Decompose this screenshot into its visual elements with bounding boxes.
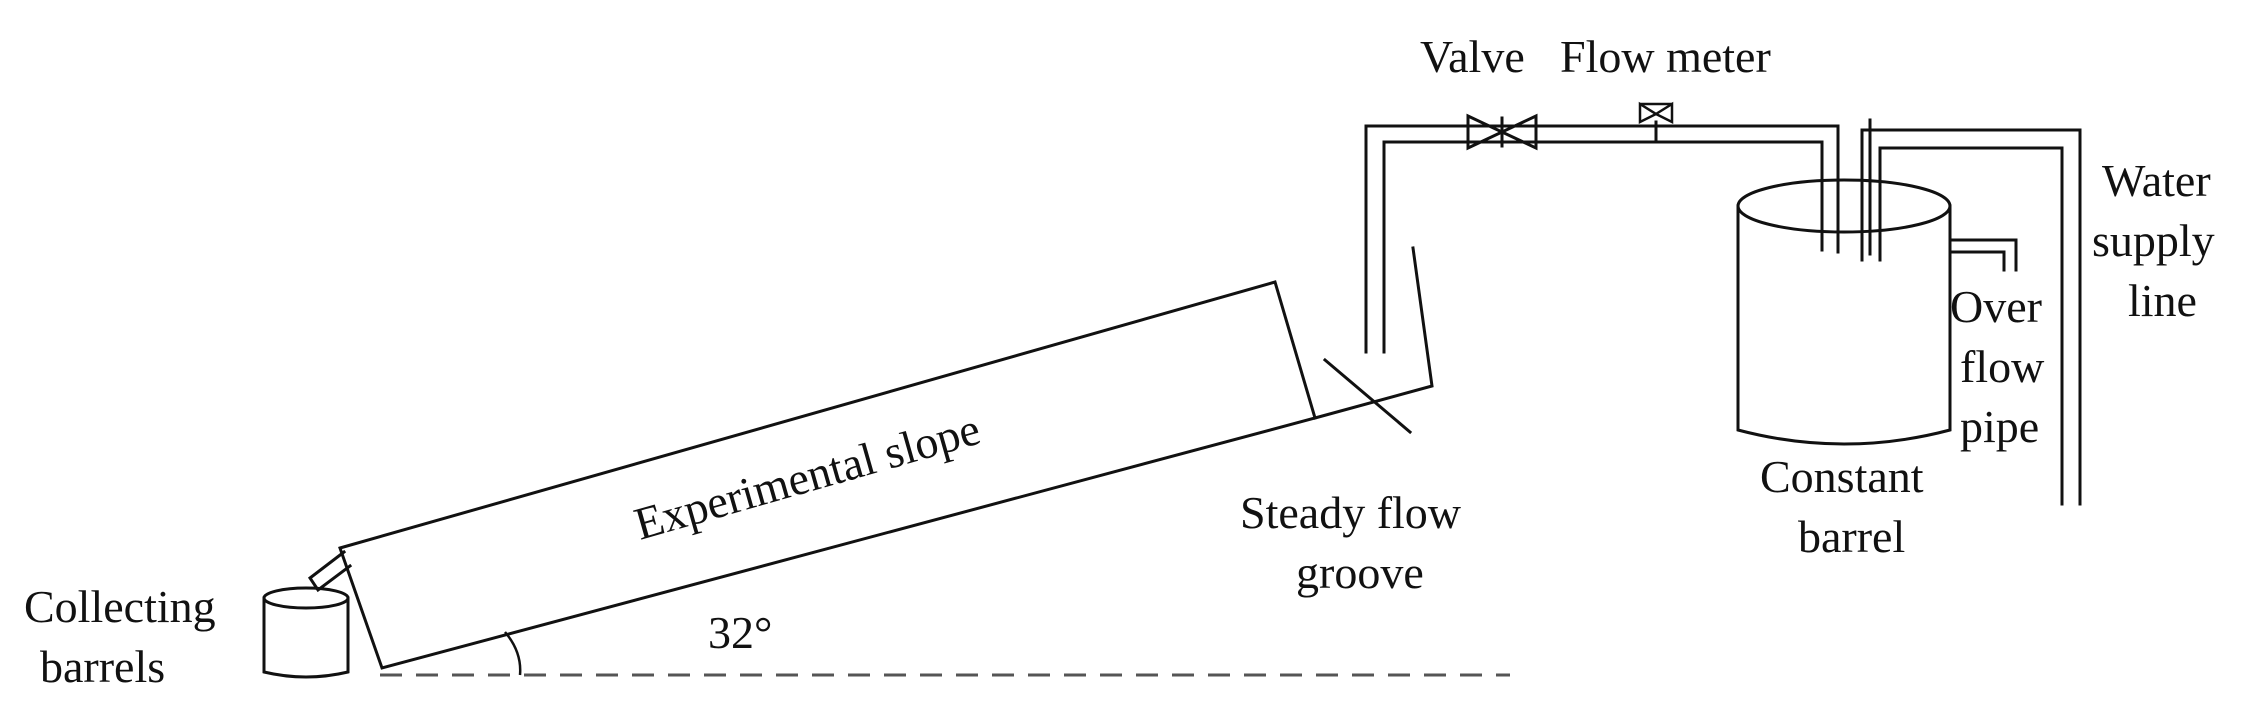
outlet-pipe [307, 549, 353, 593]
experimental-slope-label: Experimental slope [629, 403, 986, 550]
collecting-barrel [262, 586, 350, 679]
overflow-pipe [1948, 238, 2018, 272]
steady-flow-groove-label-2: groove [1296, 547, 1424, 598]
flow-meter-label: Flow meter [1560, 31, 1771, 82]
supply-pipe [1364, 124, 1840, 354]
barrel-inlet-pipes [1836, 118, 1872, 256]
angle-label: 32° [708, 607, 772, 658]
water-supply-line [1860, 128, 2082, 506]
water-supply-label-2: supply [2092, 215, 2215, 266]
steady-flow-groove [1313, 246, 1434, 420]
groove-pointer-line [1322, 357, 1413, 435]
water-supply-label-1: Water [2102, 155, 2211, 206]
overflow-label-2: flow [1960, 341, 2045, 392]
constant-barrel-label-1: Constant [1760, 451, 1924, 502]
overflow-label-1: Over [1950, 281, 2042, 332]
angle-arc [504, 631, 522, 676]
valve-icon [1466, 113, 1538, 151]
constant-barrel-label-2: barrel [1798, 511, 1905, 562]
collecting-barrels-label-2: barrels [40, 641, 165, 692]
overflow-label-3: pipe [1960, 401, 2039, 452]
flow-meter-icon [1638, 101, 1674, 144]
valve-label: Valve [1420, 31, 1525, 82]
collecting-barrels-label-1: Collecting [24, 581, 216, 632]
constant-barrel [1736, 178, 1952, 446]
steady-flow-groove-label-1: Steady flow [1240, 487, 1462, 538]
water-supply-label-3: line [2128, 275, 2197, 326]
